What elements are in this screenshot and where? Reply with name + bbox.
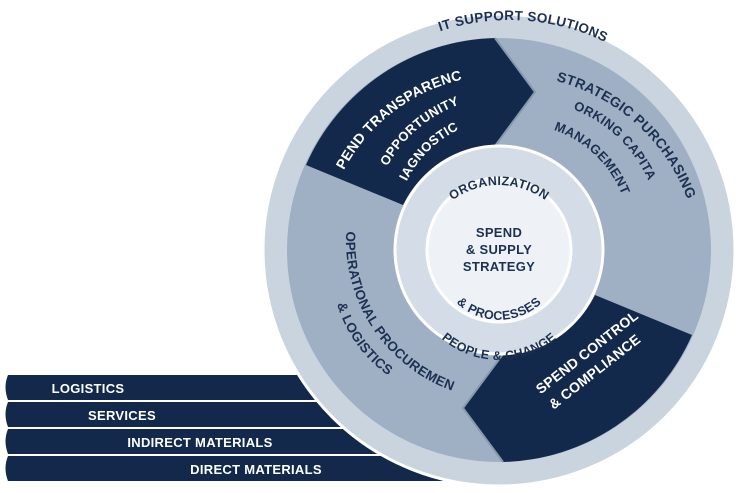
category-bar-logistics <box>5 375 370 400</box>
center-line-1: SPEND <box>476 225 522 240</box>
category-bar-services <box>5 402 390 427</box>
category-bar-direct-materials <box>5 456 470 481</box>
category-label-indirect-materials: INDIRECT MATERIALS <box>127 435 272 450</box>
category-label-services: SERVICES <box>88 408 156 423</box>
center-line-3: STRATEGY <box>463 259 535 274</box>
category-bar-indirect-materials <box>5 429 420 454</box>
category-label-direct-materials: DIRECT MATERIALS <box>190 462 322 477</box>
arrow-spend-transparency <box>306 38 535 205</box>
arrow-tip-operational <box>461 353 504 463</box>
arrow-spend-control <box>463 295 692 462</box>
category-bars <box>5 375 470 481</box>
arrow-tip-strategic <box>494 37 537 147</box>
category-label-logistics: LOGISTICS <box>52 381 125 396</box>
center-circle <box>425 176 573 324</box>
center-line-2: & SUPPLY <box>466 242 532 257</box>
